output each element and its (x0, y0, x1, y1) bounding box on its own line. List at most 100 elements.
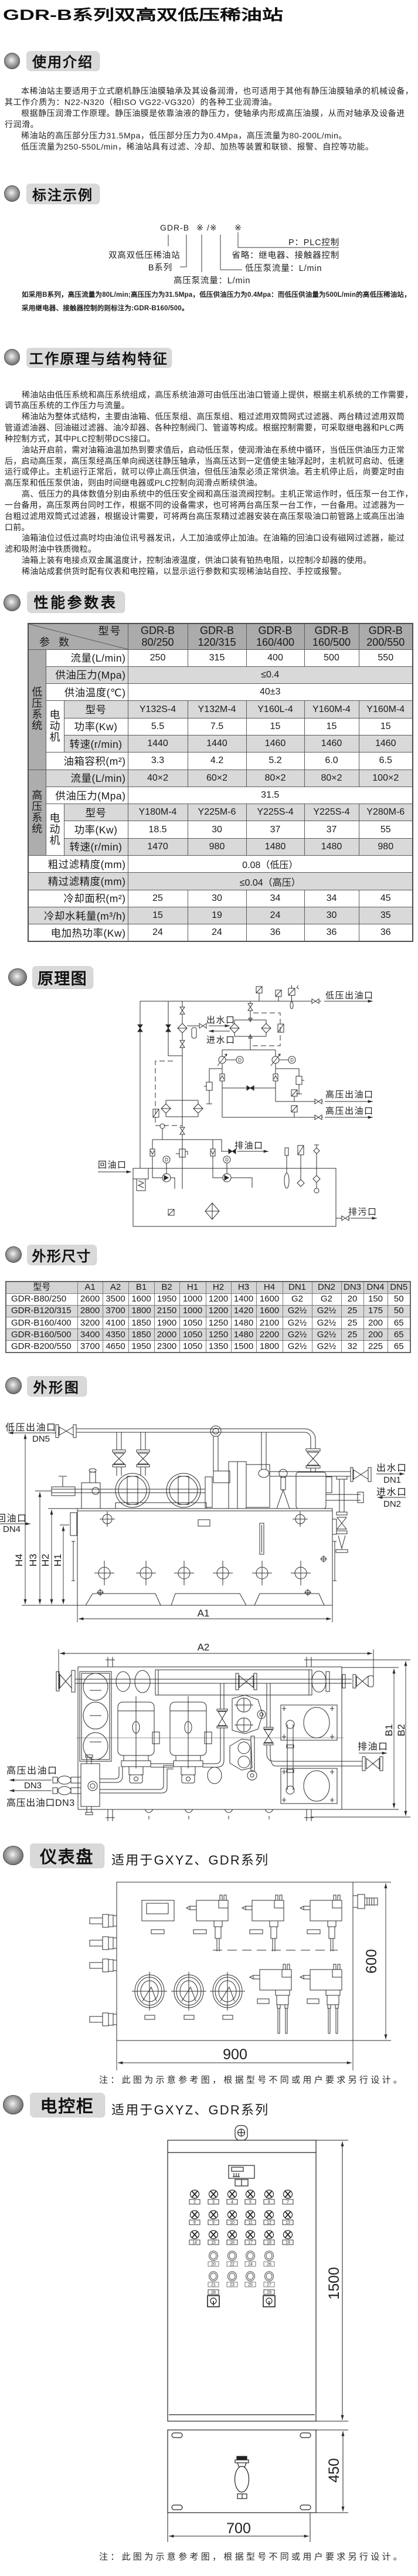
selector-switch: 28 (207, 2289, 220, 2307)
callout-lp-pump-flow: 低压泵流量：L/min (245, 263, 322, 273)
model-series: GDR-B (200, 625, 234, 637)
push-button: 26 (263, 2250, 275, 2267)
lamp-tag (244, 2239, 256, 2245)
cell: Y160M-4 (304, 700, 359, 718)
table-row: GDR-B200/550 3700 4650 1950 2300 1050 13… (5, 1340, 411, 1353)
column-header: A2 (102, 1281, 129, 1294)
indicator-lamp: 10 (226, 2210, 238, 2225)
lamp-number: 14 (192, 2241, 197, 2245)
principle-text: 稀油站由低压系统和高压系统组成，高压系统油源可由低压出油口管道上提供，根据主机系… (5, 389, 413, 577)
table-row: 功率(Kw) 18.5 30 37 37 55 (28, 821, 413, 839)
indicator-lamp: 17 (244, 2230, 256, 2245)
cell: G2 (311, 1293, 342, 1306)
cell: 200 (363, 1317, 388, 1330)
section-heading-text: 电控柜 (40, 2097, 94, 2116)
drain-outlet-top (274, 1751, 388, 1771)
outline-drawing: 低压出油口 出水口 进水口 回油口 排油口 高压出油口 DN5 DN1 DN2 … (0, 1422, 410, 1821)
indicator-lamp: 13 (282, 2210, 294, 2225)
motor-label: 电动机 (49, 812, 60, 846)
column-header: DN3 (341, 1281, 364, 1294)
section-bullet-icon (3, 1846, 23, 1865)
cell: 1480 (246, 838, 305, 856)
indicator-lamp: 9 (208, 2210, 219, 2225)
button-tag (226, 2261, 238, 2267)
cell: 1480 (230, 1317, 257, 1330)
cell: 1440 (127, 734, 188, 753)
instrument-panel-drawing: 900 600 (89, 1882, 391, 2070)
button-number: 23 (230, 2283, 235, 2287)
motor-top (169, 1696, 212, 1784)
cell: 1440 (187, 734, 247, 753)
lamp-tag (189, 2239, 200, 2245)
row-label: 电加热功率(Kw) (28, 924, 128, 942)
section-heading-performance: 性能参数表 (27, 591, 124, 612)
cell: 65 (387, 1340, 411, 1353)
section-bullet-icon (4, 349, 20, 365)
cell: 2150 (154, 1304, 180, 1318)
cell: 30 (187, 821, 247, 839)
cell: 2000 (154, 1328, 180, 1341)
cell: 1460 (358, 734, 413, 753)
text-line: 调节高压系统的工作压力与流量。 (5, 401, 130, 411)
table-row: GDR-B160/400 3200 4100 1850 1900 1050 12… (5, 1317, 411, 1330)
cell: 1470 (127, 838, 188, 856)
cell: 2200 (256, 1328, 283, 1341)
lamp-icon (189, 2230, 200, 2239)
lamp-cross (284, 2231, 291, 2238)
lamp-number: 12 (267, 2221, 271, 2225)
base-frame (77, 1666, 342, 1810)
callout-hp-pump-flow: 高压泵流量：L/min (174, 276, 250, 286)
cell: 2800 (77, 1304, 103, 1318)
cell: 36 (304, 924, 359, 942)
cabinet-base (167, 2429, 317, 2513)
model-series: GDR-B (258, 625, 293, 637)
table-corner-header: 型号参 数 (28, 623, 128, 650)
table-row: 高压系统 流量(L/min) 40×2 60×2 80×2 80×2 100×2 (28, 769, 413, 856)
motor-icon (288, 1056, 296, 1064)
cell: 18.5 (127, 821, 188, 839)
section-heading-outline: 外形图 (27, 1376, 86, 1396)
cell: G2 (282, 1293, 312, 1306)
cell: 2300 (154, 1340, 180, 1353)
lamp-tag (208, 2239, 219, 2245)
model-cell: GDR-B160/400 (5, 1317, 78, 1330)
drawing-note: 注：此图为示意参考图，根据型号不同或用户要求另行设计。 (99, 2075, 405, 2085)
lamp-icon (245, 2230, 256, 2239)
section-heading-text: 外形图 (33, 1379, 80, 1396)
text-line: 高压泵和低压泵供油，则由时间继电器或PLC控制向润滑点断续供油。 (5, 478, 263, 488)
lamp-icon (264, 2230, 274, 2239)
merged-cell: ≤0.04（高压） (127, 872, 413, 890)
lamp-number: 4 (231, 2201, 233, 2205)
designation-example-line: 如采用B系列，高压流量为80L/min;高压压力为31.5Mpa，低压供油压力为… (22, 292, 411, 299)
oil-tank-front (48, 1508, 337, 1606)
label-oil-drain: 排油口 (358, 1741, 389, 1752)
row-label: 供油温度(℃) (45, 683, 128, 701)
text-line: 种控制方式，其中PLC控制带DCS接口。 (5, 433, 155, 443)
lamp-cross (191, 2191, 198, 2198)
table-header-row: 型号 A1 A2 B1 B2 H1 H2 H3 H4 DN1 DN2 DN3 D… (5, 1281, 411, 1294)
cell: 15 (358, 717, 413, 735)
cell: 25 (127, 889, 188, 907)
section-bullet-icon (8, 968, 27, 986)
lamp-icon (283, 2189, 293, 2199)
section-heading-principle: 工作原理与结构特征 (26, 348, 171, 367)
text-line: 稀油站为整体式结构，主要由油箱、低压泵组、高压泵组、粗过滤用双筒网式过滤器、两台… (22, 412, 405, 422)
section-heading-text: 仪表盘 (39, 1848, 94, 1867)
motor-group: 电动机 (45, 804, 64, 856)
cell: 37 (304, 821, 359, 839)
indicator-lamp: 8 (189, 2210, 200, 2225)
cell: 36 (358, 924, 413, 942)
button-icon (264, 2271, 274, 2282)
cell: 1480 (230, 1328, 257, 1341)
cell: 500 (304, 649, 359, 667)
cell: 1350 (205, 1340, 232, 1353)
table-row: 电动机 型号 Y132S-4 Y132M-4 Y160L-4 Y160M-4 Y… (28, 700, 413, 753)
cell: G2½ (311, 1304, 342, 1318)
cell: 3200 (77, 1317, 103, 1330)
callout-control-relay: 省略：继电器、接触器控制 (232, 250, 339, 260)
table-row: 油箱容积(m²) 3.3 4.2 5.2 6.0 6.5 (28, 752, 413, 770)
lamp-icon (264, 2189, 274, 2199)
